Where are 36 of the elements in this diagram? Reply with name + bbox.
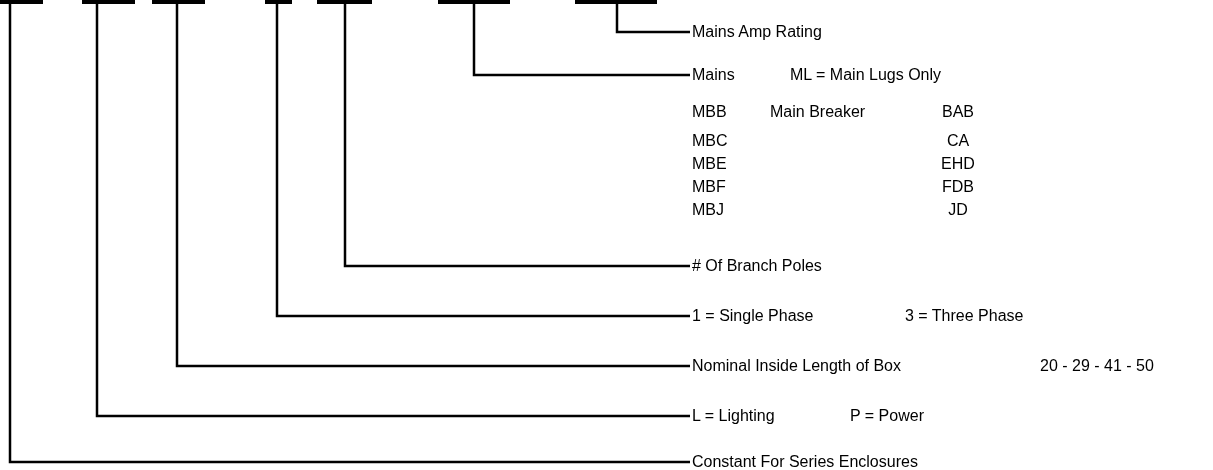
leader-line [472, 4, 690, 77]
code-text: MBE [692, 155, 727, 173]
code-field-bar [0, 0, 43, 4]
description-text: Mains Amp Rating [692, 22, 822, 42]
leader-line [615, 4, 690, 34]
option-text: P = Power [850, 406, 924, 426]
leader-line [343, 4, 690, 268]
code-field-bar [152, 0, 205, 4]
code-field-bar [438, 0, 510, 4]
description-text: Mains [692, 65, 735, 85]
code-text: EHD [941, 155, 975, 173]
leader-line [8, 4, 690, 464]
option-text: 20 - 29 - 41 - 50 [1040, 356, 1154, 376]
description-text: # Of Branch Poles [692, 256, 822, 276]
code-field-bar [575, 0, 657, 4]
leader-line [175, 4, 690, 368]
leader-line [275, 4, 690, 318]
code-field-bar [265, 0, 292, 4]
description-text: Nominal Inside Length of Box [692, 356, 901, 376]
code-field-bar [82, 0, 135, 4]
description-text: Constant For Series Enclosures [692, 452, 918, 470]
code-text: MBC [692, 132, 728, 150]
code-text: MBJ [692, 201, 724, 219]
option-text: ML = Main Lugs Only [790, 65, 942, 85]
code-text: CA [946, 132, 970, 150]
code-text: MBF [692, 178, 726, 196]
code-field-bar [317, 0, 372, 4]
option-text: 3 = Three Phase [905, 306, 1024, 326]
description-text: L = Lighting [692, 406, 775, 426]
code-text: MBB [692, 103, 727, 121]
description-text: 1 = Single Phase [692, 306, 814, 326]
option-text: Main Breaker [770, 103, 866, 121]
leader-line [95, 4, 690, 418]
code-text: FDB [942, 178, 974, 196]
code-text: BAB [942, 103, 974, 121]
code-text: JD [948, 201, 968, 219]
